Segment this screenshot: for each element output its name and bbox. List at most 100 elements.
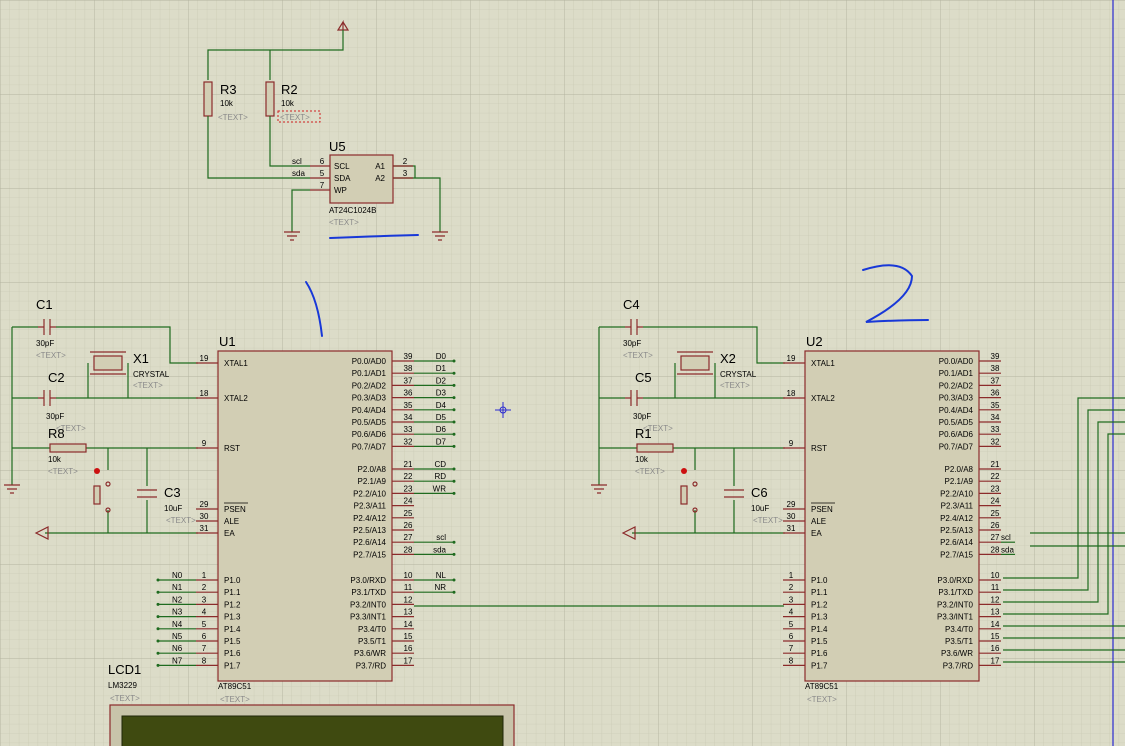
mcu-pin-label: P1.4 xyxy=(811,625,828,634)
mcu-pin-label: P1.4 xyxy=(224,625,241,634)
resistor-value: 10k xyxy=(635,455,649,464)
mcu-pin-label: PSEN xyxy=(811,505,833,514)
reset-button-probe-icon[interactable] xyxy=(94,468,100,474)
crosshair-cursor-icon xyxy=(495,402,511,418)
net-label: D2 xyxy=(436,376,447,385)
mcu-pin-label: P2.1/A9 xyxy=(358,477,387,486)
r2-text: <TEXT> xyxy=(280,113,310,122)
cap-value: 30pF xyxy=(633,412,651,421)
mcu-pin-label: P0.1/AD1 xyxy=(939,369,974,378)
mcu-body[interactable] xyxy=(217,350,393,682)
mcu-pin-number: 6 xyxy=(789,632,794,641)
mcu-pin-number: 33 xyxy=(991,425,1000,434)
net-terminal xyxy=(156,578,160,582)
mcu-pin-number: 38 xyxy=(991,364,1000,373)
mcu-pin-label: P1.6 xyxy=(224,649,241,658)
net-label: CD xyxy=(434,460,446,469)
net-terminal xyxy=(452,371,456,375)
mcu-pin-number: 18 xyxy=(200,389,209,398)
net-label: N2 xyxy=(172,595,183,604)
u5-pin-label: SDA xyxy=(334,174,351,183)
circuit-wire[interactable] xyxy=(674,363,716,398)
circuit-wire[interactable] xyxy=(598,326,785,485)
net-label: scl xyxy=(1001,533,1011,542)
mcu-pin-number: 29 xyxy=(200,500,209,509)
power-terminal-icon[interactable] xyxy=(336,19,350,31)
mcu-pin-label: XTAL1 xyxy=(224,359,248,368)
u5-pin-number: 7 xyxy=(320,181,325,190)
crystal-ref: X2 xyxy=(720,351,736,366)
net-terminal xyxy=(156,590,160,594)
resistor-r2[interactable] xyxy=(265,81,275,117)
mcu-pin-label: ALE xyxy=(811,517,826,526)
r3-value: 10k xyxy=(220,99,234,108)
mcu-pin-number: 39 xyxy=(991,352,1000,361)
net-label: D7 xyxy=(436,437,447,446)
net-label: sda xyxy=(1001,545,1014,554)
mcu-pin-label: ALE xyxy=(224,517,239,526)
circuit-wire[interactable] xyxy=(11,326,198,485)
crystal-value: CRYSTAL xyxy=(133,370,170,379)
mcu-pin-number: 12 xyxy=(991,595,1000,604)
cap-value: 30pF xyxy=(623,339,641,348)
mcu-u1-block: C130pF<TEXT>C230pF<TEXT>X1CRYSTAL<TEXT>R… xyxy=(4,297,456,704)
r2-text-selection[interactable] xyxy=(277,110,321,123)
resistor-text: <TEXT> xyxy=(635,467,665,476)
reset-button-probe-icon[interactable] xyxy=(681,468,687,474)
u5-part: AT24C1024B xyxy=(329,206,376,215)
mcu-pin-label: P3.2/INT0 xyxy=(350,600,387,609)
crystal-body[interactable] xyxy=(93,355,123,371)
circuit-wire[interactable] xyxy=(107,448,148,533)
resistor-r3[interactable] xyxy=(203,81,213,117)
net-label: sda xyxy=(433,545,446,554)
mcu-pin-number: 21 xyxy=(404,460,413,469)
mcu-pin-number: 8 xyxy=(789,656,794,665)
switch-contact xyxy=(105,481,111,487)
net-terminal xyxy=(452,383,456,387)
mcu-pin-label: P1.1 xyxy=(224,588,241,597)
mcu-body[interactable] xyxy=(804,350,980,682)
lcd-ref: LCD1 xyxy=(108,662,141,677)
mcu-pin-number: 36 xyxy=(404,389,413,398)
reset-button[interactable] xyxy=(680,485,688,505)
reset-resistor[interactable] xyxy=(636,443,674,453)
u2-right-bus xyxy=(1003,397,1125,663)
net-terminal xyxy=(452,420,456,424)
reset-resistor[interactable] xyxy=(49,443,87,453)
net-label: N1 xyxy=(172,583,183,592)
u5-body[interactable] xyxy=(329,154,394,204)
mcu-pin-number: 13 xyxy=(404,608,413,617)
u5-pin-label: A1 xyxy=(375,162,385,171)
mcu-pin-number: 9 xyxy=(789,439,794,448)
net-terminal xyxy=(452,578,456,582)
mcu-pin-number: 27 xyxy=(991,533,1000,542)
mcu-pin-label: P0.7/AD7 xyxy=(939,442,974,451)
u5-pin-label: WP xyxy=(334,186,347,195)
cap-text: <TEXT> xyxy=(166,516,196,525)
circuit-wire[interactable] xyxy=(87,363,129,398)
resistor-ref: R1 xyxy=(635,426,652,441)
net-label: N3 xyxy=(172,608,183,617)
mcu-pin-number: 18 xyxy=(787,389,796,398)
terminal-arrow-icon xyxy=(621,526,636,540)
u5-net-label: scl xyxy=(292,157,302,166)
cap-ref: C5 xyxy=(635,370,652,385)
mcu-pin-number: 16 xyxy=(991,644,1000,653)
mcu-pin-label: P1.7 xyxy=(224,661,241,670)
net-terminal xyxy=(452,396,456,400)
reset-button[interactable] xyxy=(93,485,101,505)
cap-text: <TEXT> xyxy=(643,424,673,433)
circuit-wire[interactable] xyxy=(694,448,735,533)
crystal-body[interactable] xyxy=(680,355,710,371)
mcu-pin-number: 28 xyxy=(404,545,413,554)
mcu-pin-label: P2.0/A8 xyxy=(358,465,387,474)
mcu-pin-label: P1.7 xyxy=(811,661,828,670)
mcu-pin-label: P2.4/A12 xyxy=(353,514,386,523)
mcu-pin-number: 33 xyxy=(404,425,413,434)
lcd-module[interactable]: LCD1 LM3229 <TEXT> xyxy=(108,662,515,746)
r2-value: 10k xyxy=(281,99,295,108)
cap-value: 10uF xyxy=(751,504,769,513)
mcu-pin-label: P3.1/TXD xyxy=(351,588,386,597)
mcu-pin-number: 34 xyxy=(404,413,413,422)
